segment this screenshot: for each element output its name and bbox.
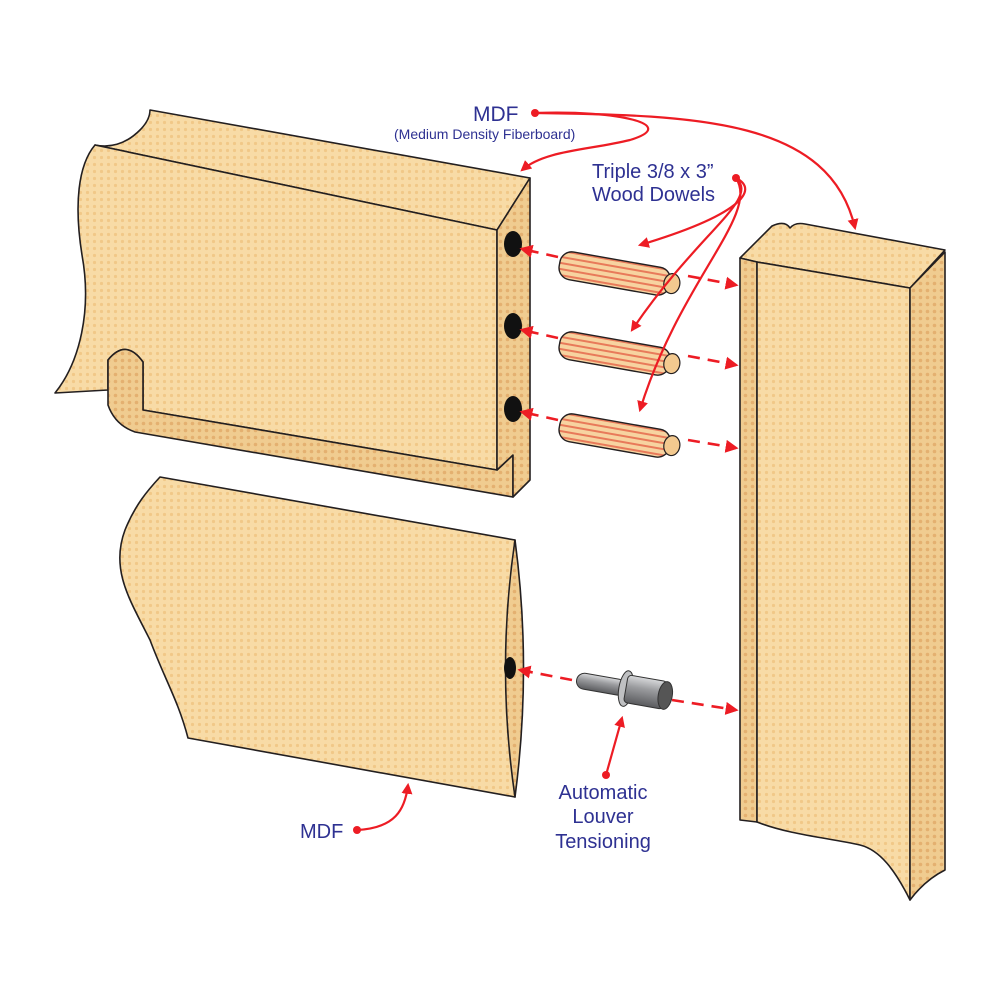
right-stile-board [739, 222, 946, 901]
tension-hole [504, 657, 516, 679]
dowel-3 [558, 413, 681, 458]
leader-lines [353, 109, 859, 834]
dowel-hole-1 [504, 231, 522, 257]
tension-label-line2: Louver [572, 806, 633, 828]
tension-label-line1: Automatic [559, 782, 648, 804]
top-rail-board [54, 109, 531, 498]
dowel-hole-3 [504, 396, 522, 422]
mdf-bottom-label: MDF [300, 821, 343, 843]
dowels-label-line1: Triple 3/8 x 3” [592, 161, 714, 183]
alignment-arrows [517, 244, 739, 715]
louver-tension-pin [575, 670, 674, 710]
dowels-label-line2: Wood Dowels [592, 184, 715, 206]
dowel-2 [558, 331, 681, 376]
mdf-top-sublabel: (Medium Density Fiberboard) [394, 126, 575, 142]
stile-top-face [739, 222, 946, 289]
stile-left-edge [739, 257, 758, 823]
dowel-1 [558, 251, 681, 296]
mdf-top-label: MDF [473, 103, 519, 126]
louver-front-face [118, 476, 516, 798]
stile-front-face [756, 261, 911, 901]
stile-side-face [909, 251, 946, 901]
bottom-louver-board [118, 476, 525, 798]
dowel-hole-2 [504, 313, 522, 339]
tension-label-line3: Tensioning [555, 831, 651, 853]
